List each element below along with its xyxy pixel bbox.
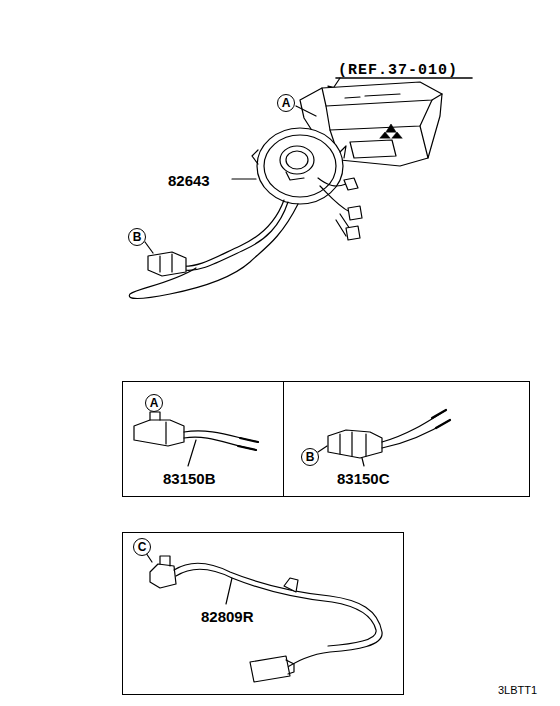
callout-circle: B [301, 448, 319, 466]
leader-line [232, 178, 256, 179]
callout-letter: B [133, 231, 142, 243]
wire [129, 204, 298, 299]
leader-line [318, 446, 327, 452]
callout-letter: A [282, 97, 291, 109]
callout-circle: C [133, 538, 151, 556]
callout-circle: A [145, 394, 163, 412]
reference-note: (REF.37-010) [338, 62, 458, 79]
wire [180, 200, 284, 266]
part-number: 82809R [201, 609, 254, 624]
connector [348, 206, 362, 220]
inset-panel: 83150C B [283, 381, 530, 497]
connector-detail [160, 254, 172, 272]
leader-line [226, 578, 232, 604]
connector [344, 178, 358, 190]
connector-83150c [328, 410, 450, 458]
harness-82809r [150, 556, 382, 682]
wire [318, 178, 346, 186]
callout-letter: B [306, 451, 315, 463]
leader-line [188, 440, 196, 466]
wire [184, 202, 288, 270]
callout-circle: B [128, 228, 146, 246]
callout-circle: A [277, 94, 295, 112]
connector-83150b [134, 412, 258, 450]
leader-line [362, 458, 364, 466]
connector [346, 226, 360, 240]
part-number: 83150C [337, 471, 390, 486]
connector [148, 252, 186, 276]
inset-panel: 83150B A [122, 381, 284, 497]
callout-letter: A [150, 397, 159, 409]
part-number: 83150B [163, 471, 216, 486]
figure-code: 3LBTT1 [498, 684, 537, 696]
clock-spring [252, 128, 346, 204]
inset-panel: 82809R C [122, 532, 404, 695]
callout-letter: C [138, 541, 147, 553]
leader-line [296, 106, 316, 116]
wire [320, 186, 350, 212]
leader-line [145, 242, 153, 253]
part-number: 82643 [168, 172, 210, 189]
